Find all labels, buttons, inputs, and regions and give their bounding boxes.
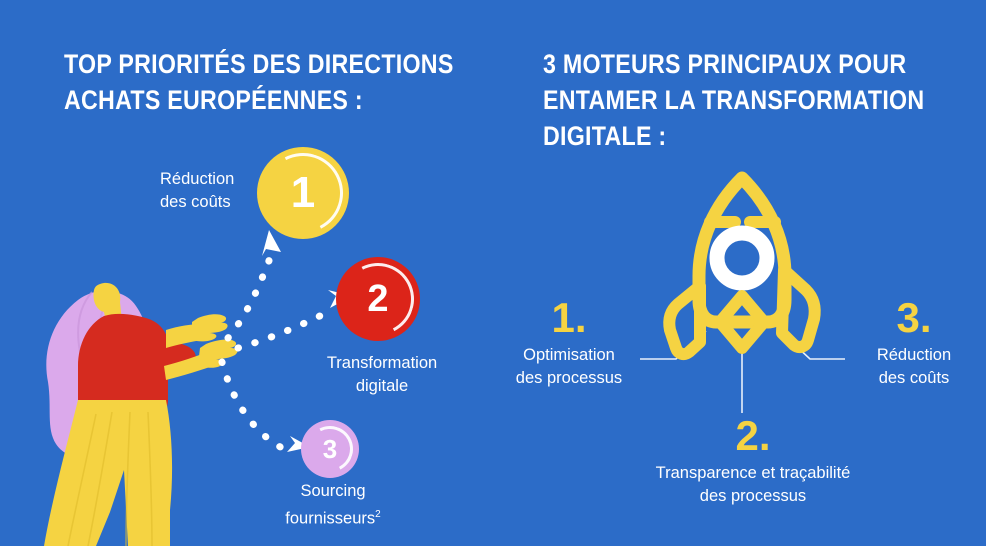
red-top-shape <box>78 313 196 420</box>
priority-bubble-2[interactable]: 2 <box>332 253 424 345</box>
priority-bubble-1[interactable]: 1 <box>252 142 354 244</box>
hair-shape <box>46 290 153 459</box>
connector-line-right <box>779 330 845 360</box>
driver-2-label: Transparence et traçabilité des processu… <box>655 464 851 505</box>
upper-arm-shape <box>166 324 202 348</box>
priority-label-3-footnote: 2 <box>375 509 381 520</box>
trousers-shape <box>44 400 173 546</box>
lower-arm-shape <box>164 350 218 380</box>
priority-bubble-1-number: 1 <box>290 168 316 217</box>
rocket-body-outline <box>692 171 792 329</box>
rocket-porthole-icon <box>709 225 775 291</box>
rocket-flame-icon <box>714 290 770 354</box>
driver-1-label: Optimisation des processus <box>515 346 623 387</box>
dotted-arrow-path-3 <box>218 358 294 456</box>
driver-2-number: 2. <box>735 412 771 459</box>
lower-hand-shape <box>198 339 238 368</box>
priority-label-2: Transformation digitale <box>326 354 438 395</box>
rocket-fin-left <box>663 280 706 361</box>
priority-label-1: Réduction des coûts <box>160 170 235 211</box>
driver-3: 3. Réduction des coûts <box>846 296 982 390</box>
driver-1: 1. Optimisation des processus <box>494 296 644 390</box>
connector-line-left <box>640 330 707 360</box>
priority-label-3-text: Sourcing fournisseurs <box>285 482 376 528</box>
hair-strand <box>77 291 93 415</box>
left-panel-heading: TOP PRIORITÉS DES DIRECTIONS ACHATS EURO… <box>64 49 454 115</box>
connector-lines <box>640 330 845 413</box>
trouser-texture <box>67 411 153 546</box>
head-shape <box>93 282 122 322</box>
driver-2: 2. Transparence et traçabilité des proce… <box>608 414 898 508</box>
upper-hand-shape <box>192 314 228 342</box>
rocket-fin-right <box>776 264 821 354</box>
priority-bubble-2-number: 2 <box>367 278 389 320</box>
priority-bubble-3[interactable]: 3 <box>301 420 359 478</box>
arrowhead-1 <box>262 230 281 256</box>
driver-1-number: 1. <box>551 294 587 341</box>
driver-3-label: Réduction des coûts <box>876 346 952 387</box>
hair-strand <box>97 297 109 425</box>
priority-label-3: Sourcing fournisseurs2 <box>268 480 398 531</box>
priority-bubble-3-number: 3 <box>322 434 338 464</box>
driver-3-number: 3. <box>896 294 932 341</box>
dotted-arrow-path-1 <box>224 254 274 342</box>
dotted-arrow-path-2 <box>234 306 336 352</box>
right-panel-heading: 3 MOTEURS PRINCIPAUX POUR ENTAMER LA TRA… <box>543 49 925 151</box>
